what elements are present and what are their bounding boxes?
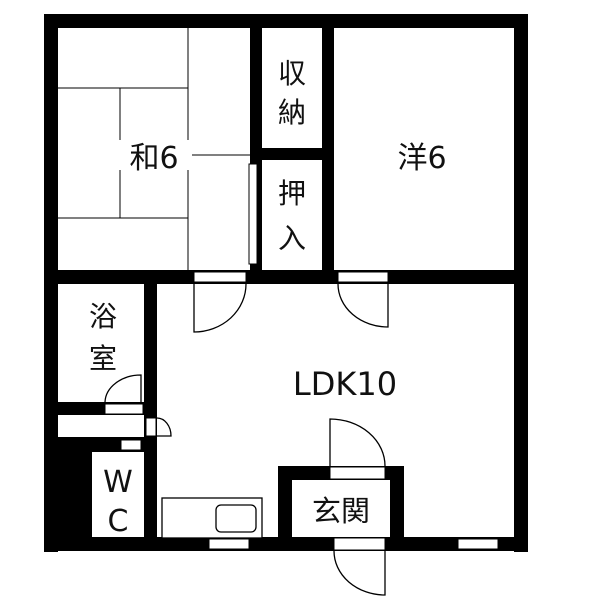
room-label-wc-1: W bbox=[103, 465, 133, 500]
room-label-ldk: LDK10 bbox=[293, 365, 397, 403]
door-swings bbox=[104, 283, 389, 596]
door-swing-wc bbox=[156, 417, 172, 437]
room-label-storage-1: 収 bbox=[278, 57, 306, 90]
room-label-storage-2: 納 bbox=[278, 96, 306, 129]
room-label-closet-2: 入 bbox=[278, 222, 306, 255]
kitchen-counter bbox=[161, 497, 263, 539]
room-label-washitsu: 和6 bbox=[129, 141, 178, 176]
openings bbox=[104, 163, 499, 551]
window bbox=[208, 538, 250, 550]
door-opening bbox=[145, 417, 157, 437]
room-label-youshitsu: 洋6 bbox=[397, 141, 446, 176]
door-swing-youshitsu bbox=[337, 283, 389, 328]
door-opening bbox=[337, 271, 389, 283]
tatami-lines bbox=[58, 28, 250, 270]
room-label-entrance: 玄関 bbox=[312, 494, 370, 528]
door-swing-entrance-outer bbox=[333, 550, 386, 596]
sliding-door bbox=[248, 163, 258, 265]
room-label-closet-1: 押 bbox=[278, 177, 306, 210]
sink-icon bbox=[215, 504, 257, 533]
room-label-bath-2: 室 bbox=[89, 342, 117, 375]
door-swing-entrance-inner bbox=[329, 418, 386, 467]
room-label-wc-2: C bbox=[108, 504, 129, 539]
door-opening bbox=[329, 466, 386, 480]
door-opening bbox=[193, 271, 247, 283]
door-opening bbox=[104, 403, 144, 415]
door-swing-washitsu bbox=[193, 283, 247, 333]
window bbox=[120, 439, 142, 451]
room-label-bath-1: 浴 bbox=[89, 300, 117, 333]
window bbox=[457, 538, 499, 550]
door-swing-bath bbox=[104, 374, 142, 403]
entrance-door-opening bbox=[333, 537, 386, 551]
